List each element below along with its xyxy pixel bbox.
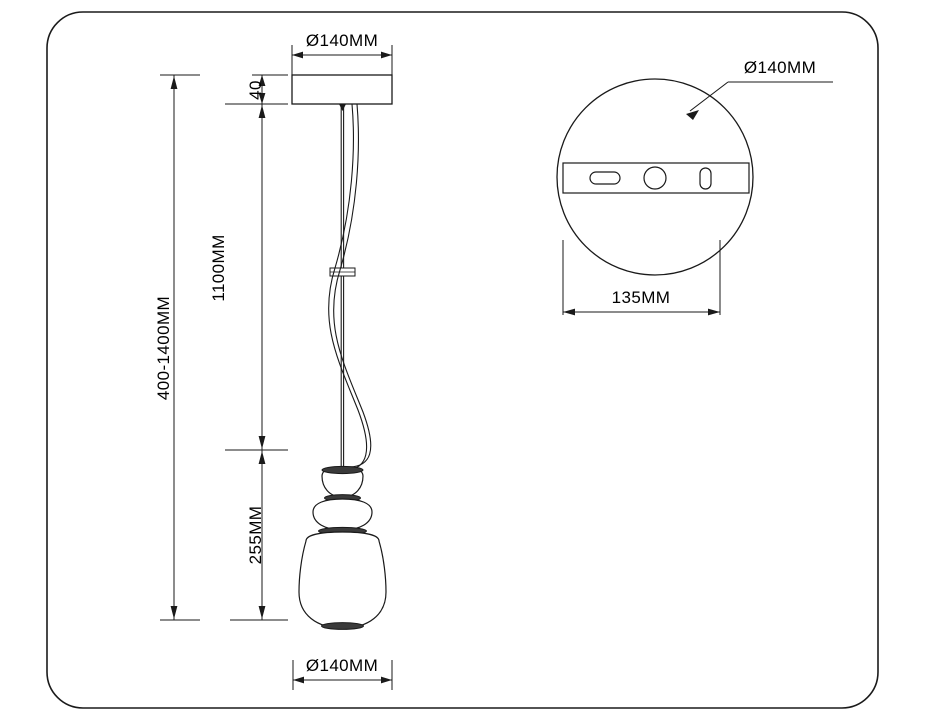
shade-segment-bottom (298, 531, 387, 629)
shade-height-label: 255MM (246, 506, 265, 565)
suspension-range-dimension (160, 74, 200, 621)
shade-bottom-diameter-dimension (292, 660, 393, 690)
shade-segment-middle (312, 498, 373, 531)
canopy-top-diameter-dimension (291, 45, 393, 75)
canopy-height-label: 40 (246, 80, 265, 100)
ceiling-plate-plan-view: Ø140MM 135MM (556, 58, 833, 316)
cable-length-label: 1100MM (209, 234, 228, 301)
plate-bar-width-label: 135MM (612, 288, 671, 307)
mounting-hole-center (643, 166, 667, 190)
mounting-slot-right (699, 167, 712, 190)
plate-diameter-leader (686, 81, 833, 120)
plate-diameter-label: Ø140MM (744, 58, 816, 77)
shade-top-collar (321, 465, 364, 475)
shade-height-dimension (230, 449, 288, 621)
suspension-rod (339, 104, 346, 466)
ceiling-canopy (291, 74, 393, 105)
lamp-shade-assembly (298, 465, 387, 630)
canopy-top-diameter-label: Ø140MM (306, 31, 378, 50)
mounting-slot-left (589, 171, 621, 185)
front-elevation-view: Ø140MM 40 (154, 31, 393, 690)
power-cable (328, 103, 372, 471)
suspension-range-label: 400-1400MM (154, 296, 173, 400)
shade-bottom-base-band (321, 622, 364, 630)
plate-bar-width-dimension (562, 240, 721, 316)
shade-bottom-diameter-label: Ø140MM (306, 656, 378, 675)
